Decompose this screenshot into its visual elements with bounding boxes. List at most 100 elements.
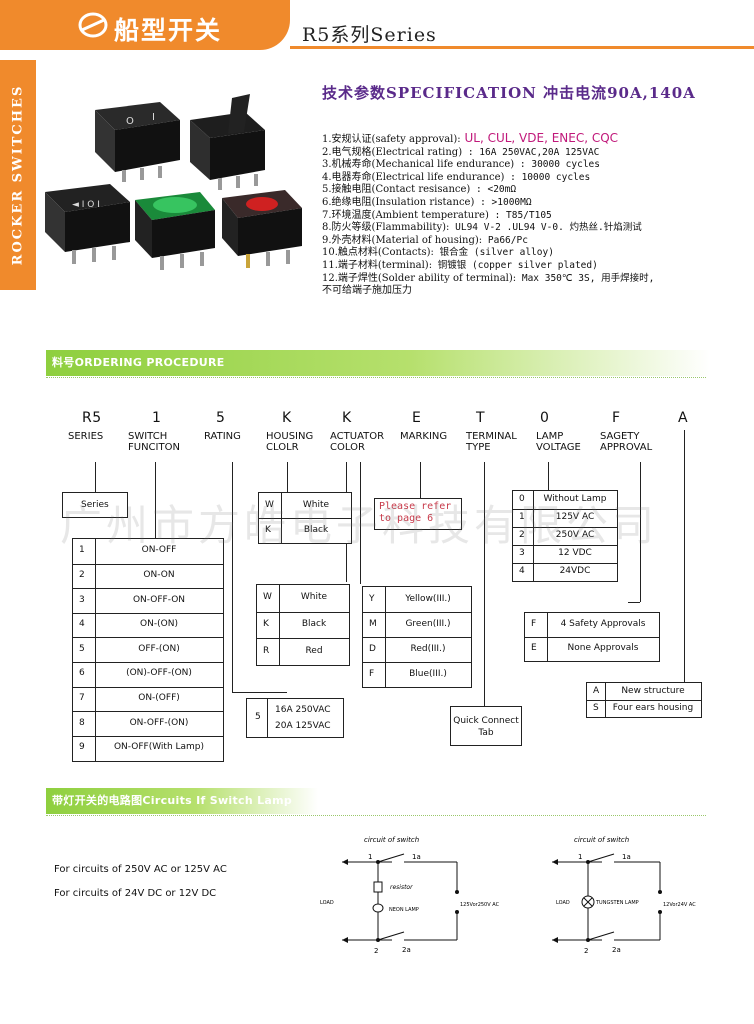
spec-heading: 技术参数SPECIFICATION 冲击电流90A,140A	[322, 84, 696, 102]
series-box-label: Series	[81, 500, 109, 510]
svg-text:TUNGSTEN LAMP: TUNGSTEN LAMP	[595, 900, 639, 906]
svg-text:2a: 2a	[402, 946, 411, 954]
header-line	[290, 46, 754, 49]
product-photo: O I ◄ I O I	[40, 80, 310, 280]
spec-item-value: UL, CUL, VDE, ENEC, CQC	[460, 131, 619, 145]
svg-text:NEON LAMP: NEON LAMP	[389, 907, 419, 913]
func-table-code: 5	[79, 643, 85, 654]
spec-item: 3.机械寿命(Mechanical life endurance) : 3000…	[322, 155, 742, 171]
lamp-voltage-table-text: Without Lamp	[543, 494, 607, 504]
spec-item-value: : <20mΩ	[470, 184, 517, 196]
approval-table-text: 4 Safety Approvals	[560, 619, 646, 629]
connector	[232, 692, 287, 693]
svg-text:1a: 1a	[412, 853, 421, 861]
connector	[155, 462, 156, 552]
spec-item-value: : 30000 cycles	[514, 159, 600, 171]
ordering-heading: 料号ORDERING PROCEDURE	[46, 350, 710, 376]
spec-item-label: 10.触点材料(Contacts):	[322, 247, 434, 259]
circuit-right: circuit of switch 1 1a 2 2a TUNGSTEN LAM…	[536, 832, 736, 962]
code-8: F	[612, 410, 621, 426]
spec-item-label: 6.绝缘电阻(Insulation ristance)	[322, 196, 475, 208]
lamp-color-table-code: F	[369, 668, 375, 679]
marking-note: Please refer to page 6	[379, 501, 452, 524]
actuator-table-text: White	[300, 592, 328, 603]
terminal-line1: Quick Connect	[453, 716, 519, 726]
spec-item-label: 11.端子材料(terminal):	[322, 259, 433, 271]
svg-text:12Vor24V AC: 12Vor24V AC	[663, 902, 696, 908]
actuator-table-code: K	[263, 618, 269, 629]
code-9: A	[678, 410, 689, 426]
connector	[548, 462, 549, 490]
lamp-voltage-table-text: 24VDC	[559, 566, 591, 576]
func-table-text: ON-ON	[143, 569, 175, 580]
svg-text:1: 1	[578, 853, 582, 861]
spec-item: 1.安规认证(safety approval): UL, CUL, VDE, E…	[322, 130, 742, 145]
spec-item-value: 银合金 (silver alloy)	[433, 247, 554, 259]
lamp-voltage-table-code: 3	[519, 548, 525, 558]
side-label-bar	[0, 60, 36, 290]
rating-code: 5	[255, 712, 261, 722]
func-table-text: ON-(OFF)	[138, 692, 180, 703]
brand-logo-icon	[78, 12, 108, 38]
spec-item-label: 1.安规认证(safety approval):	[322, 134, 461, 145]
svg-text:O: O	[126, 116, 134, 127]
lamp-color-table-text: Yellow(III.)	[405, 593, 451, 604]
spec-item-label: 9.外壳材料(Material of housing):	[322, 234, 483, 246]
structure-table-text: Four ears housing	[612, 702, 694, 713]
func-table-text: ON-OFF	[141, 545, 177, 556]
spec-item: 5.接触电阻(Contact resisance) : <20mΩ	[322, 180, 742, 196]
spec-item-label: 8.防火等级(Flammability):	[322, 222, 450, 234]
func-table-code: 1	[79, 545, 85, 556]
spec-item-value: : >1000MΩ	[474, 196, 532, 208]
svg-text:1a: 1a	[622, 853, 631, 861]
svg-text:1: 1	[368, 853, 372, 861]
func-table-code: 2	[79, 569, 85, 580]
spec-item: 7.环境温度(Ambient temperature) : T85/T105	[322, 206, 742, 221]
circuit-right-title: circuit of switch	[574, 836, 629, 844]
ordering-heading-underline	[46, 377, 706, 378]
circuit-desc-2: For circuits of 24V DC or 12V DC	[54, 888, 217, 899]
spec-item: 10.触点材料(Contacts): 银合金 (silver alloy)	[322, 243, 742, 259]
spec-item-label: 7.环境温度(Ambient temperature)	[322, 209, 489, 221]
housing-table-code: K	[265, 524, 271, 535]
lamp-voltage-table-text: 125V AC	[555, 512, 595, 522]
connector	[232, 462, 233, 692]
structure-table-text: New structure	[621, 685, 685, 696]
connector	[484, 462, 485, 706]
code-label-0: SERIES	[68, 431, 104, 442]
approval-table-code: E	[531, 643, 537, 653]
approval-table-code: F	[531, 619, 537, 629]
lamp-color-table-text: Blue(III.)	[409, 668, 447, 679]
spec-item: 12.端子焊性(Solder ability of terminal): Max…	[322, 269, 742, 284]
svg-text:◄ I O I: ◄ I O I	[72, 200, 100, 210]
housing-table-text: White	[302, 499, 330, 510]
func-table-code: 8	[79, 717, 85, 728]
spec-item-value: UL94 V-2 .UL94 V-0. 灼热丝.针焰测试	[449, 222, 642, 234]
func-table-text: ON-OFF-(ON)	[129, 717, 189, 728]
spec-item: 9.外壳材料(Material of housing): Pa66/Pc	[322, 231, 742, 246]
watermark: 广州市方皓电子科技有限公司	[60, 501, 659, 550]
func-table-text: (ON)-OFF-(ON)	[126, 668, 192, 679]
housing-table-text: Black	[303, 524, 329, 535]
spec-item-label: 5.接触电阻(Contact resisance)	[322, 184, 471, 196]
terminal-box: Quick Connect Tab	[450, 706, 522, 746]
spec-item-value: : T85/T105	[488, 209, 552, 221]
spec-item-value: Max 350℃ 3S, 用手焊接时,	[516, 272, 655, 284]
func-table-text: ON-OFF-ON	[132, 594, 186, 605]
svg-text:LOAD: LOAD	[320, 900, 334, 906]
structure-table-code: S	[593, 702, 599, 713]
lamp-color-table-text: Red(III.)	[410, 643, 446, 654]
code-2: 5	[216, 410, 226, 426]
header-orange-band	[0, 0, 290, 50]
spec-item: 2.电气规格(Electrical rating) : 16A 250VAC,2…	[322, 143, 742, 158]
spec-item-label: 12.端子焊性(Solder ability of terminal):	[322, 272, 517, 284]
func-table-text: OFF-(ON)	[138, 643, 180, 654]
func-table-code: 9	[79, 742, 85, 753]
func-table-code: 3	[79, 594, 85, 605]
func-table-text: ON-OFF(With Lamp)	[113, 742, 205, 753]
circuits-heading: 带灯开关的电路图Circuits If Switch Lamp	[46, 788, 318, 814]
